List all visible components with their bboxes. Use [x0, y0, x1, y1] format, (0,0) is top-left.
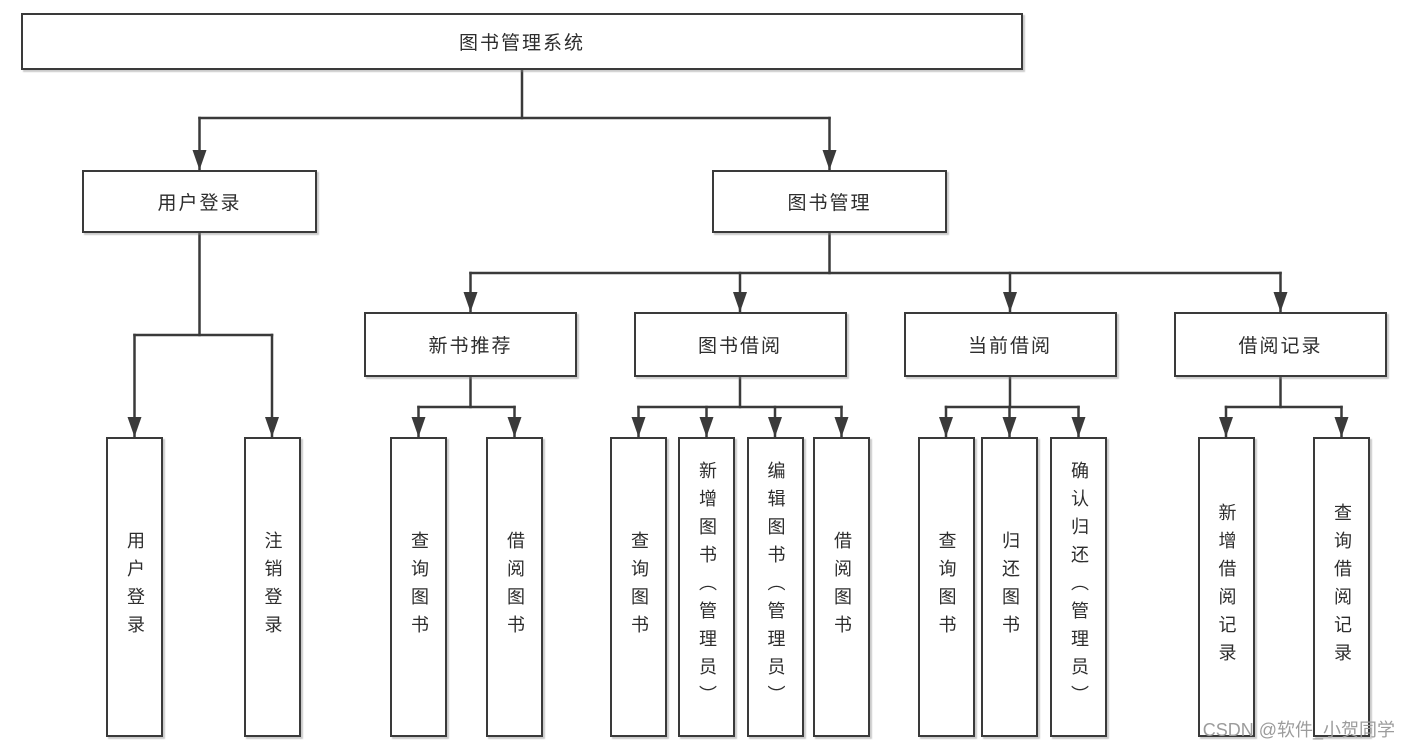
leaf-query-books-current: 查询图书: [917, 437, 975, 737]
leaf-query-books-recommend: 查询图书: [390, 437, 447, 737]
leaf-borrow-books-recommend: 借阅图书: [486, 437, 543, 737]
leaf-add-borrow-record: 新增借阅记录: [1197, 437, 1255, 737]
leaf-user-login: 用户登录: [106, 437, 163, 737]
leaf-logout: 注销登录: [243, 437, 301, 737]
node-root-library-system: 图书管理系统: [21, 13, 1023, 70]
leaf-query-books-borrowing: 查询图书: [610, 437, 667, 737]
leaf-confirm-return-admin: 确认归还（管理员）: [1050, 437, 1107, 737]
node-current-borrowing: 当前借阅: [903, 312, 1117, 377]
node-new-book-recommend: 新书推荐: [364, 312, 577, 377]
leaf-return-book: 归还图书: [981, 437, 1038, 737]
csdn-watermark: CSDN @软件_小贺同学: [1202, 720, 1395, 740]
node-book-management: 图书管理: [712, 170, 947, 233]
leaf-borrow-books: 借阅图书: [813, 437, 870, 737]
leaf-add-book-admin: 新增图书（管理员）: [678, 437, 735, 737]
leaf-edit-book-admin: 编辑图书（管理员）: [746, 437, 804, 737]
node-book-borrowing: 图书借阅: [633, 312, 847, 377]
leaf-query-borrow-record: 查询借阅记录: [1313, 437, 1370, 737]
node-user-login: 用户登录: [82, 170, 317, 233]
node-borrow-records: 借阅记录: [1174, 312, 1387, 377]
